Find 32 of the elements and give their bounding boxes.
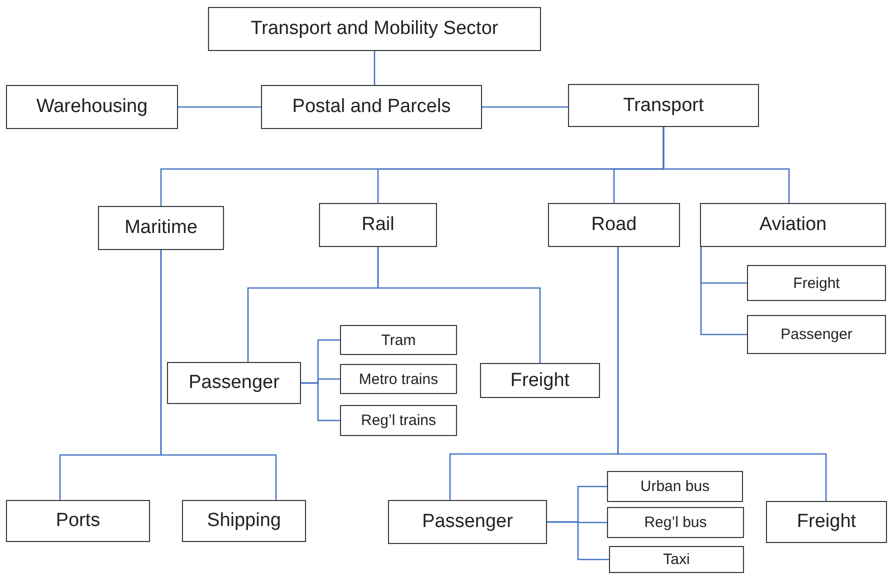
category-box: Tram	[340, 325, 457, 355]
connector-line	[374, 51, 376, 85]
connector-line	[617, 247, 827, 501]
category-box: Taxi	[609, 546, 744, 573]
category-box: Transport	[568, 84, 759, 127]
category-box: Postal and Parcels	[261, 85, 482, 129]
category-box: Shipping	[182, 500, 306, 542]
category-box: Metro trains	[340, 364, 457, 394]
category-box: Rail	[319, 203, 437, 247]
connector-line	[482, 106, 568, 108]
connector-line	[377, 247, 541, 363]
connector-line	[547, 521, 609, 560]
category-box: Passenger	[747, 315, 886, 354]
connector-line	[662, 127, 790, 203]
connector-line	[301, 382, 340, 422]
category-box: Freight	[766, 501, 887, 543]
connector-line	[700, 247, 747, 336]
category-box: Reg’l trains	[340, 405, 457, 436]
connector-line	[160, 250, 277, 500]
category-box: Passenger	[388, 500, 547, 544]
category-box: Freight	[747, 265, 886, 301]
category-box: Urban bus	[607, 471, 743, 502]
category-box: Reg’l bus	[607, 507, 744, 538]
category-box: Passenger	[167, 362, 301, 404]
category-box: Warehousing	[6, 85, 178, 129]
connector-line	[178, 106, 261, 108]
category-box: Transport and Mobility Sector	[208, 7, 541, 51]
category-box: Aviation	[700, 203, 886, 247]
category-box: Freight	[480, 363, 600, 398]
category-box: Road	[548, 203, 680, 247]
category-box: Ports	[6, 500, 150, 542]
category-box: Maritime	[98, 206, 224, 250]
